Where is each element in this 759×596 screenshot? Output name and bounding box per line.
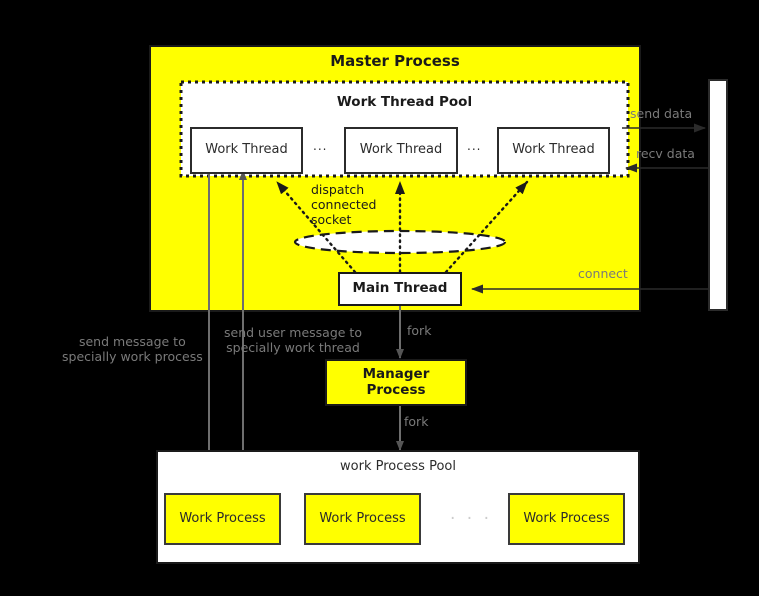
fork-manager-label: fork: [407, 323, 432, 338]
work-thread-separator-2: ...: [467, 139, 482, 153]
work-process-separator: · · ·: [450, 509, 493, 529]
manager-process-label-line2: Process: [366, 381, 426, 398]
send-data-label: send data: [630, 106, 693, 121]
send-user-message-to-work-thread-label: send user message to specially work thre…: [224, 325, 362, 355]
manager-process-node[interactable]: Manager Process: [325, 359, 467, 406]
work-process-3[interactable]: Work Process: [508, 493, 625, 545]
work-process-1[interactable]: Work Process: [164, 493, 281, 545]
work-thread-separator-1: ...: [313, 139, 328, 153]
work-process-3-label: Work Process: [523, 510, 610, 526]
work-thread-1[interactable]: Work Thread: [190, 127, 303, 174]
work-thread-pool-title: Work Thread Pool: [336, 94, 473, 110]
work-process-2[interactable]: Work Process: [304, 493, 421, 545]
work-process-1-label: Work Process: [179, 510, 266, 526]
work-process-2-label: Work Process: [319, 510, 406, 526]
work-thread-1-label: Work Thread: [205, 142, 288, 158]
dispatch-arrow-left: [275, 180, 357, 274]
work-thread-3[interactable]: Work Thread: [497, 127, 610, 174]
client-bar: [708, 79, 728, 311]
main-thread-node[interactable]: Main Thread: [338, 272, 462, 306]
connect-label: connect: [578, 266, 628, 281]
main-thread-label: Main Thread: [352, 280, 448, 297]
dispatch-connected-socket-label: dispatch connected socket: [311, 182, 377, 227]
work-thread-2-label: Work Thread: [359, 142, 443, 158]
work-process-pool-title: work Process Pool: [340, 459, 456, 474]
master-process-title: Master Process: [330, 52, 460, 70]
work-thread-2[interactable]: Work Thread: [344, 127, 458, 174]
manager-process-label-line1: Manager: [362, 365, 430, 382]
dispatch-arrow-right: [444, 180, 529, 274]
recv-data-label: recv data: [636, 146, 695, 161]
work-thread-3-label: Work Thread: [512, 142, 595, 158]
send-message-to-work-process-label: send message to specially work process: [62, 334, 203, 364]
fork-workpool-label: fork: [404, 414, 429, 429]
